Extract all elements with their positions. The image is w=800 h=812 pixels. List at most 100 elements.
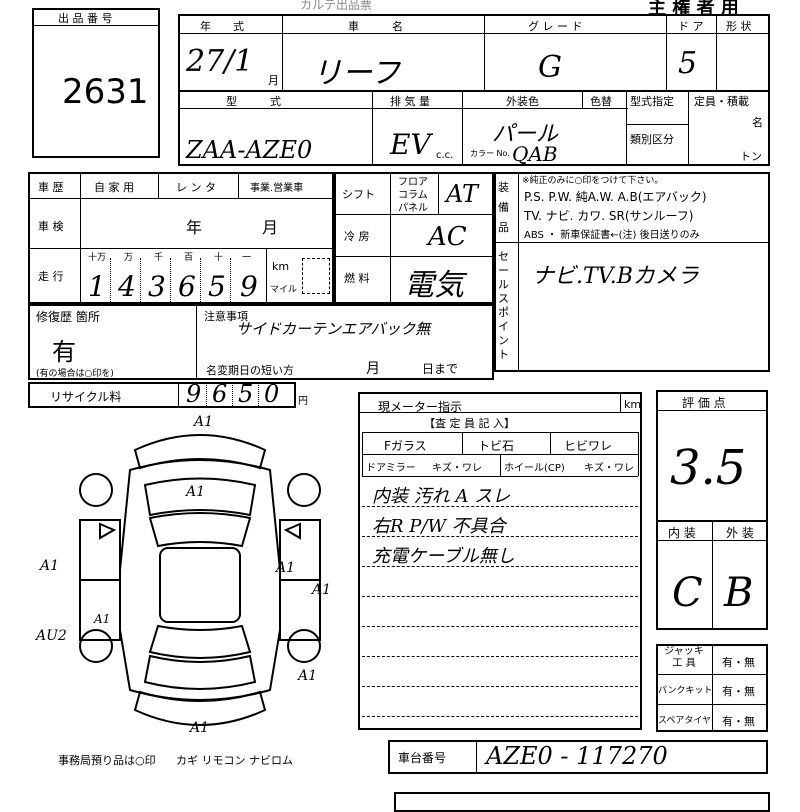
tons-unit: トン bbox=[740, 150, 762, 163]
shift-label: シフト bbox=[342, 188, 375, 201]
shift-option-floor: フロア bbox=[398, 177, 428, 188]
digit-label-1k: 千 bbox=[154, 253, 164, 263]
color-change-label: 色替 bbox=[590, 95, 612, 108]
shift-value: AT bbox=[446, 180, 479, 208]
shift-ac-fuel-block bbox=[334, 172, 494, 304]
repair-history-value: 有 bbox=[52, 338, 76, 366]
name-change-label: 名変期日の短い方 bbox=[206, 364, 294, 377]
category-label: 類別区分 bbox=[630, 133, 674, 146]
digit-label-100: 百 bbox=[184, 253, 194, 263]
score-value: 3.5 bbox=[670, 440, 747, 496]
mileage-digit: 4 bbox=[118, 270, 136, 303]
spare-tire-value: 有・無 bbox=[722, 715, 755, 728]
digit-label-1: 一 bbox=[242, 253, 252, 263]
mile-checkbox bbox=[302, 258, 330, 294]
damage-mark: A1 bbox=[276, 560, 296, 576]
model-type-label: 型 式 bbox=[226, 95, 281, 108]
history-option-rental: レ ン タ bbox=[176, 181, 216, 194]
inspection-year-unit: 年 bbox=[186, 218, 203, 237]
puncture-kit-value: 有・無 bbox=[722, 685, 755, 698]
jack-tools-label: ジャッキ 工 具 bbox=[664, 646, 704, 669]
fuel-value: 電気 bbox=[404, 268, 464, 303]
office-note: 事務局預り品は○印 bbox=[58, 754, 156, 767]
sales-point-value: ナビ.TV.Bカメラ bbox=[532, 264, 699, 289]
equipment-line-1: P.S. P.W. 純A.W. A.B(エアバック) bbox=[524, 190, 707, 204]
mileage-digit: 3 bbox=[148, 270, 166, 303]
exterior-color-value: パール bbox=[492, 122, 559, 147]
damage-mark: A1 bbox=[194, 414, 214, 430]
recycle-fee-label: リサイクル料 bbox=[50, 390, 122, 404]
score-label: 評 価 点 bbox=[682, 396, 726, 410]
color-code-label: カラー No. bbox=[470, 149, 510, 158]
history-option-private: 自 家 用 bbox=[94, 181, 134, 194]
mileage-label: 走 行 bbox=[38, 270, 64, 283]
notes-value: サイドカーテンエアバック無 bbox=[236, 320, 431, 338]
spare-tire-label: スペアタイヤ bbox=[658, 716, 712, 726]
equipment-line-2: TV. ナビ. カワ. SR(サンルーフ) bbox=[524, 209, 694, 223]
car-name-value: リーフ bbox=[312, 56, 401, 91]
car-name-label: 車 名 bbox=[348, 20, 403, 33]
model-type-value: ZAA-AZE0 bbox=[186, 136, 313, 164]
inspector-note-3: 充電ケーブル無し bbox=[372, 546, 515, 567]
fuel-label: 燃 料 bbox=[344, 272, 370, 285]
history-block bbox=[28, 172, 334, 304]
digit-label-100k: 十万 bbox=[88, 253, 107, 263]
chassis-number-value: AZE0 - 117270 bbox=[486, 742, 668, 770]
digit-label-10: 十 bbox=[214, 253, 224, 263]
mile-label: マイル bbox=[270, 285, 298, 295]
name-change-month-unit: 月 bbox=[366, 361, 380, 377]
car-damage-diagram bbox=[79, 434, 321, 726]
recycle-digit: 5 bbox=[238, 380, 254, 408]
inspection-label: 車 検 bbox=[38, 220, 64, 233]
wheel-label: ホイール(CP) bbox=[504, 463, 565, 474]
repair-history-note: (有の場合は○印を) bbox=[36, 369, 114, 379]
mileage-digit: 6 bbox=[178, 270, 196, 303]
mileage-digit: 1 bbox=[88, 270, 106, 303]
type-designation-label: 型式指定 bbox=[630, 95, 674, 108]
equipment-label: 装 備 品 bbox=[498, 181, 509, 234]
meter-unit: km bbox=[624, 398, 642, 411]
year-value: 27/1 bbox=[186, 44, 254, 79]
chassis-number-box bbox=[388, 740, 768, 774]
car-history-label: 車 歴 bbox=[38, 181, 64, 194]
interior-label: 内 装 bbox=[668, 526, 696, 540]
damage-mark: A1 bbox=[186, 484, 206, 500]
inspector-note-2: 右R P/W 不具合 bbox=[372, 516, 506, 537]
equipment-block bbox=[494, 172, 770, 372]
damage-mark: A1 bbox=[94, 612, 111, 626]
crack-label: ヒビワレ bbox=[564, 439, 613, 453]
door-label: ド ア bbox=[678, 20, 704, 33]
door-mirror-damage: キズ・ワレ bbox=[432, 463, 482, 474]
damage-mark: A1 bbox=[40, 558, 60, 574]
exterior-color-label: 外装色 bbox=[506, 95, 539, 108]
mileage-digit: 5 bbox=[208, 270, 226, 303]
jack-tools-value: 有・無 bbox=[722, 656, 755, 669]
persons-unit: 名 bbox=[752, 116, 763, 129]
meter-label: 現メーター指示 bbox=[378, 400, 463, 414]
ac-value: AC bbox=[428, 222, 467, 252]
damage-mark: A1 bbox=[312, 582, 332, 598]
recycle-digit: 0 bbox=[264, 380, 280, 408]
inspection-month-unit: 月 bbox=[262, 218, 279, 237]
puncture-kit-label: パンクキット bbox=[658, 686, 713, 696]
name-change-day-unit: 日まで bbox=[422, 362, 459, 376]
recycle-digit: 6 bbox=[212, 380, 228, 408]
grade-label: グ レ ー ド bbox=[528, 20, 583, 33]
repair-block bbox=[28, 304, 494, 380]
faded-header-text: カルテ出品票 bbox=[300, 0, 373, 12]
displacement-value: EV bbox=[390, 128, 431, 161]
door-value: 5 bbox=[678, 46, 698, 81]
km-label: km bbox=[272, 260, 290, 273]
inspector-notes-block bbox=[358, 392, 642, 730]
chassis-number-label: 車台番号 bbox=[398, 751, 447, 765]
capacity-label: 定員・積載 bbox=[694, 95, 749, 108]
mileage-digit: 9 bbox=[240, 270, 258, 303]
shape-label: 形 状 bbox=[726, 20, 752, 33]
inspector-title: 【査 定 員 記 入】 bbox=[424, 417, 515, 430]
damage-mark: A1 bbox=[298, 668, 318, 684]
inspector-note-1: 内装 汚れ A スレ bbox=[372, 486, 511, 507]
exterior-value: B bbox=[724, 570, 754, 616]
lot-number-label: 出 品 番 号 bbox=[58, 12, 113, 25]
sales-point-label: セールスポイント bbox=[498, 250, 509, 361]
damage-mark: AU2 bbox=[36, 628, 67, 644]
